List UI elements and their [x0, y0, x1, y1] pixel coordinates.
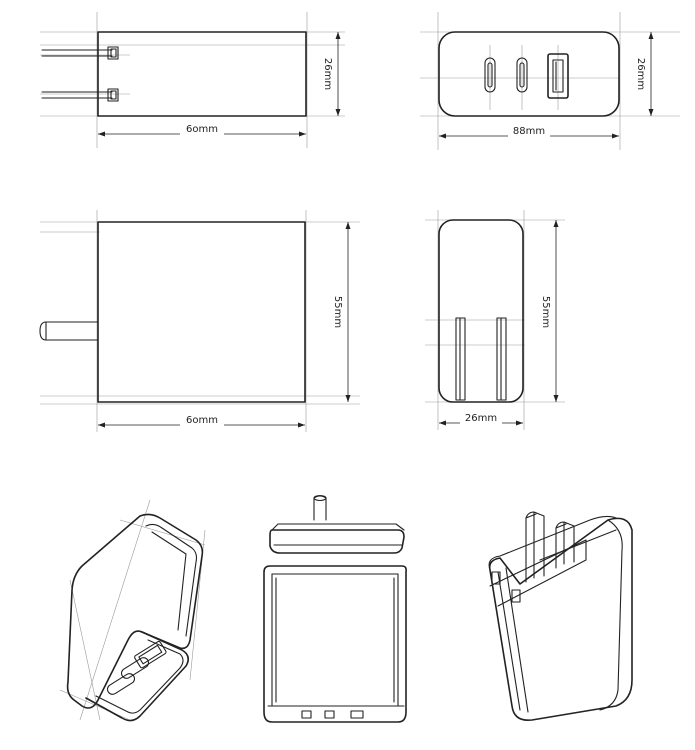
- exploded-port-1-icon: [301, 710, 312, 719]
- view-iso-prongs: [488, 511, 633, 722]
- charger-body-back: [438, 219, 524, 403]
- view-exploded: [263, 494, 407, 723]
- view-mid-side: 6omm 55mm: [39, 210, 360, 432]
- exploded-port-3-icon: [350, 710, 364, 719]
- view-iso-ports: [59, 499, 206, 722]
- iso-prong-right: [555, 521, 575, 569]
- iso-prong-left: [525, 511, 545, 583]
- dimension-width-label: 6omm: [186, 124, 218, 135]
- view-top-side: 6omm 26mm: [40, 12, 345, 148]
- dimension-height-label: 55mm: [540, 296, 551, 328]
- iso-usb-c-port-2-icon: [120, 657, 150, 679]
- prong-lower: [41, 88, 119, 102]
- usb-a-port-icon: [547, 53, 569, 99]
- charger-body-side-large: [97, 221, 306, 403]
- exploded-prong-post: [313, 494, 327, 521]
- dimension-height-label: 55mm: [332, 296, 343, 328]
- exploded-body: [263, 565, 407, 723]
- exploded-port-2-icon: [324, 710, 335, 719]
- iso-usb-c-port-1-icon: [106, 673, 136, 695]
- exploded-cap: [269, 523, 405, 554]
- charger-body-front: [438, 31, 620, 117]
- dimension-height-label: 26mm: [322, 58, 333, 90]
- view-top-front: 88mm 26mm: [420, 12, 680, 150]
- iso-usb-a-port-icon: [134, 640, 167, 669]
- dimension-width-label: 26mm: [465, 413, 497, 424]
- folding-prong-right: [496, 317, 507, 401]
- usb-c-port-1-icon: [484, 57, 496, 93]
- dimension-width-label: 88mm: [513, 126, 545, 137]
- charger-body-side: [97, 31, 307, 117]
- dimension-width-label: 6omm: [186, 415, 218, 426]
- view-mid-back: 26mm 55mm: [425, 210, 565, 430]
- folding-prong-left: [455, 317, 466, 401]
- usb-c-port-2-icon: [516, 57, 528, 93]
- prong-upper: [41, 46, 119, 60]
- prong-stub: [39, 321, 99, 341]
- dimension-height-label: 26mm: [635, 58, 646, 90]
